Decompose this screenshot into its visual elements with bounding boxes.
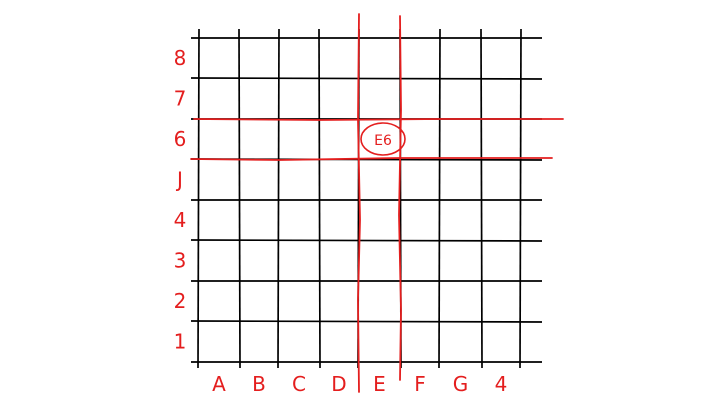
row-label: 8 bbox=[174, 46, 187, 70]
column-label: G bbox=[453, 372, 469, 396]
highlight-row-top-line bbox=[193, 118, 564, 121]
highlight-column-right-line bbox=[398, 15, 402, 381]
grid-vertical-line bbox=[277, 28, 280, 369]
row-labels: 8 7 6J 4 3 2 1 bbox=[174, 46, 187, 354]
row-label: 4 bbox=[174, 208, 187, 232]
highlight-row-bottom-line bbox=[190, 157, 553, 161]
row-label: 2 bbox=[174, 289, 187, 313]
row-label: 3 bbox=[174, 249, 187, 273]
grid-horizontal-line bbox=[190, 239, 543, 242]
column-label: A bbox=[212, 372, 226, 396]
column-label: B bbox=[252, 372, 266, 396]
highlight-column-left-line bbox=[357, 13, 361, 393]
row-label: 6 bbox=[174, 127, 187, 151]
column-label: C bbox=[292, 372, 306, 396]
highlight-lines bbox=[190, 13, 564, 393]
grid-vertical-line bbox=[519, 28, 522, 369]
grid-vertical-line bbox=[238, 28, 241, 369]
column-labels: A B C D E F G 4 bbox=[212, 372, 507, 396]
grid-vertical-line bbox=[318, 28, 321, 369]
column-label: E bbox=[373, 372, 386, 396]
row-label: J bbox=[175, 168, 183, 192]
grid-vertical-line bbox=[197, 28, 200, 369]
column-label: F bbox=[414, 372, 426, 396]
highlighted-cell-circle bbox=[360, 122, 406, 156]
grid-lines bbox=[190, 28, 543, 369]
grid-vertical-line bbox=[438, 28, 441, 369]
row-label: 7 bbox=[174, 87, 187, 111]
grid-vertical-line bbox=[480, 28, 483, 369]
grid-horizontal-line bbox=[190, 320, 543, 323]
row-label: 1 bbox=[174, 330, 187, 354]
column-label: 4 bbox=[495, 372, 508, 396]
highlighted-cell-label: E6 bbox=[374, 133, 392, 149]
column-label: D bbox=[331, 372, 346, 396]
grid-horizontal-line bbox=[190, 77, 543, 80]
